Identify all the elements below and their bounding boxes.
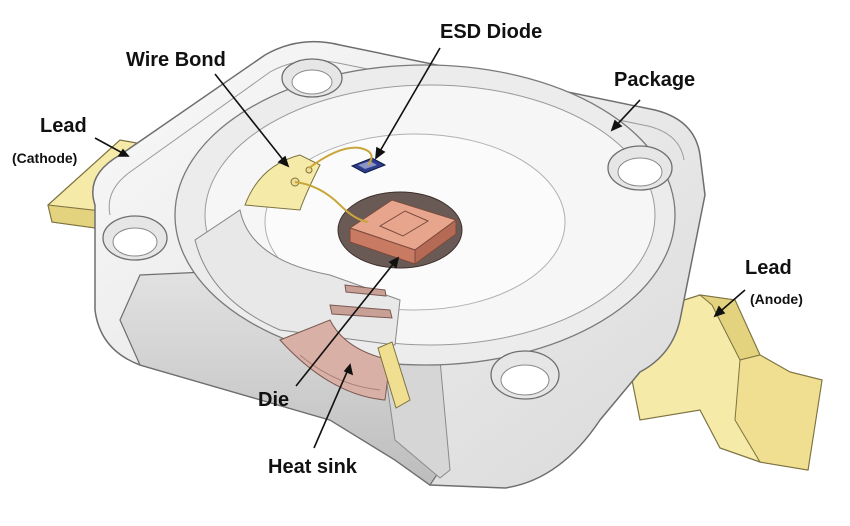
label-anode: (Anode) [750,291,803,307]
esd-diode [350,157,387,174]
label-package: Package [614,69,696,91]
label-wire-bond: Wire Bond [126,49,226,71]
mounting-holes [102,58,673,400]
label-die: Die [258,389,290,411]
label-esd-diode: ESD Diode [440,21,543,43]
die [337,191,463,269]
anode-inner-strip [377,341,411,409]
label-lead-cathode: Lead [40,115,87,137]
label-lead-anode: Lead [745,257,792,279]
label-cathode: (Cathode) [12,150,78,166]
wire-bonds [294,146,373,223]
leader-lines [94,47,746,449]
label-heat-sink: Heat sink [268,456,357,478]
